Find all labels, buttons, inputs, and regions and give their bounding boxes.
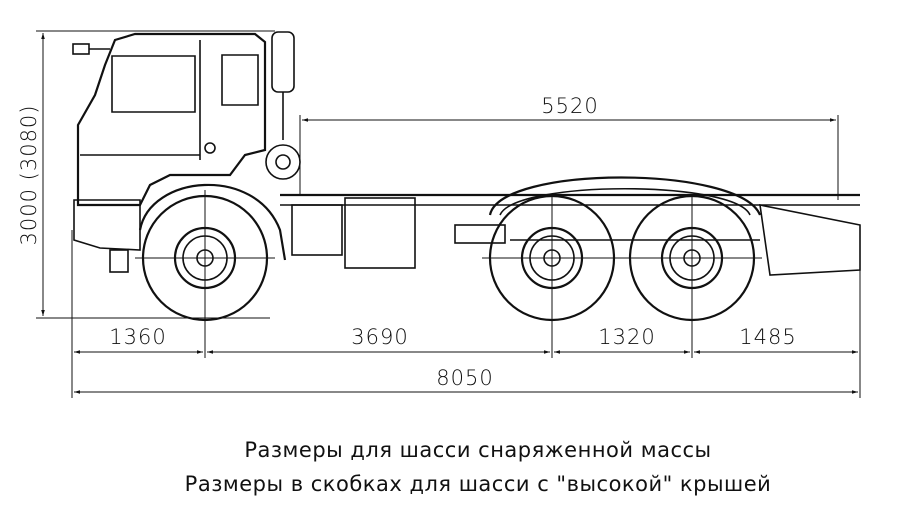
height-label: 3000 (3080) — [17, 105, 41, 246]
frame-length-label: 5520 — [541, 94, 598, 118]
frame-length-dimension: 5520 — [299, 94, 839, 200]
height-dimension: 3000 (3080) — [17, 30, 275, 319]
front-overhang-label: 1360 — [109, 325, 166, 349]
axle-dimensions: 1360 3690 1320 1485 8050 — [71, 195, 861, 398]
wheelbase-label: 3690 — [351, 325, 408, 349]
caption-line-2: Размеры в скобках для шасси с "высокой" … — [184, 472, 772, 496]
front-wheel — [135, 190, 275, 326]
overall-length-label: 8050 — [436, 366, 493, 390]
rear-overhang-label: 1485 — [739, 325, 796, 349]
rear-wheel-2 — [622, 194, 762, 322]
caption-line-1: Размеры для шасси снаряженной массы — [244, 438, 712, 462]
truck-outline — [72, 31, 861, 276]
rear-axle-spacing-label: 1320 — [598, 325, 655, 349]
rear-wheel-1 — [482, 194, 622, 322]
